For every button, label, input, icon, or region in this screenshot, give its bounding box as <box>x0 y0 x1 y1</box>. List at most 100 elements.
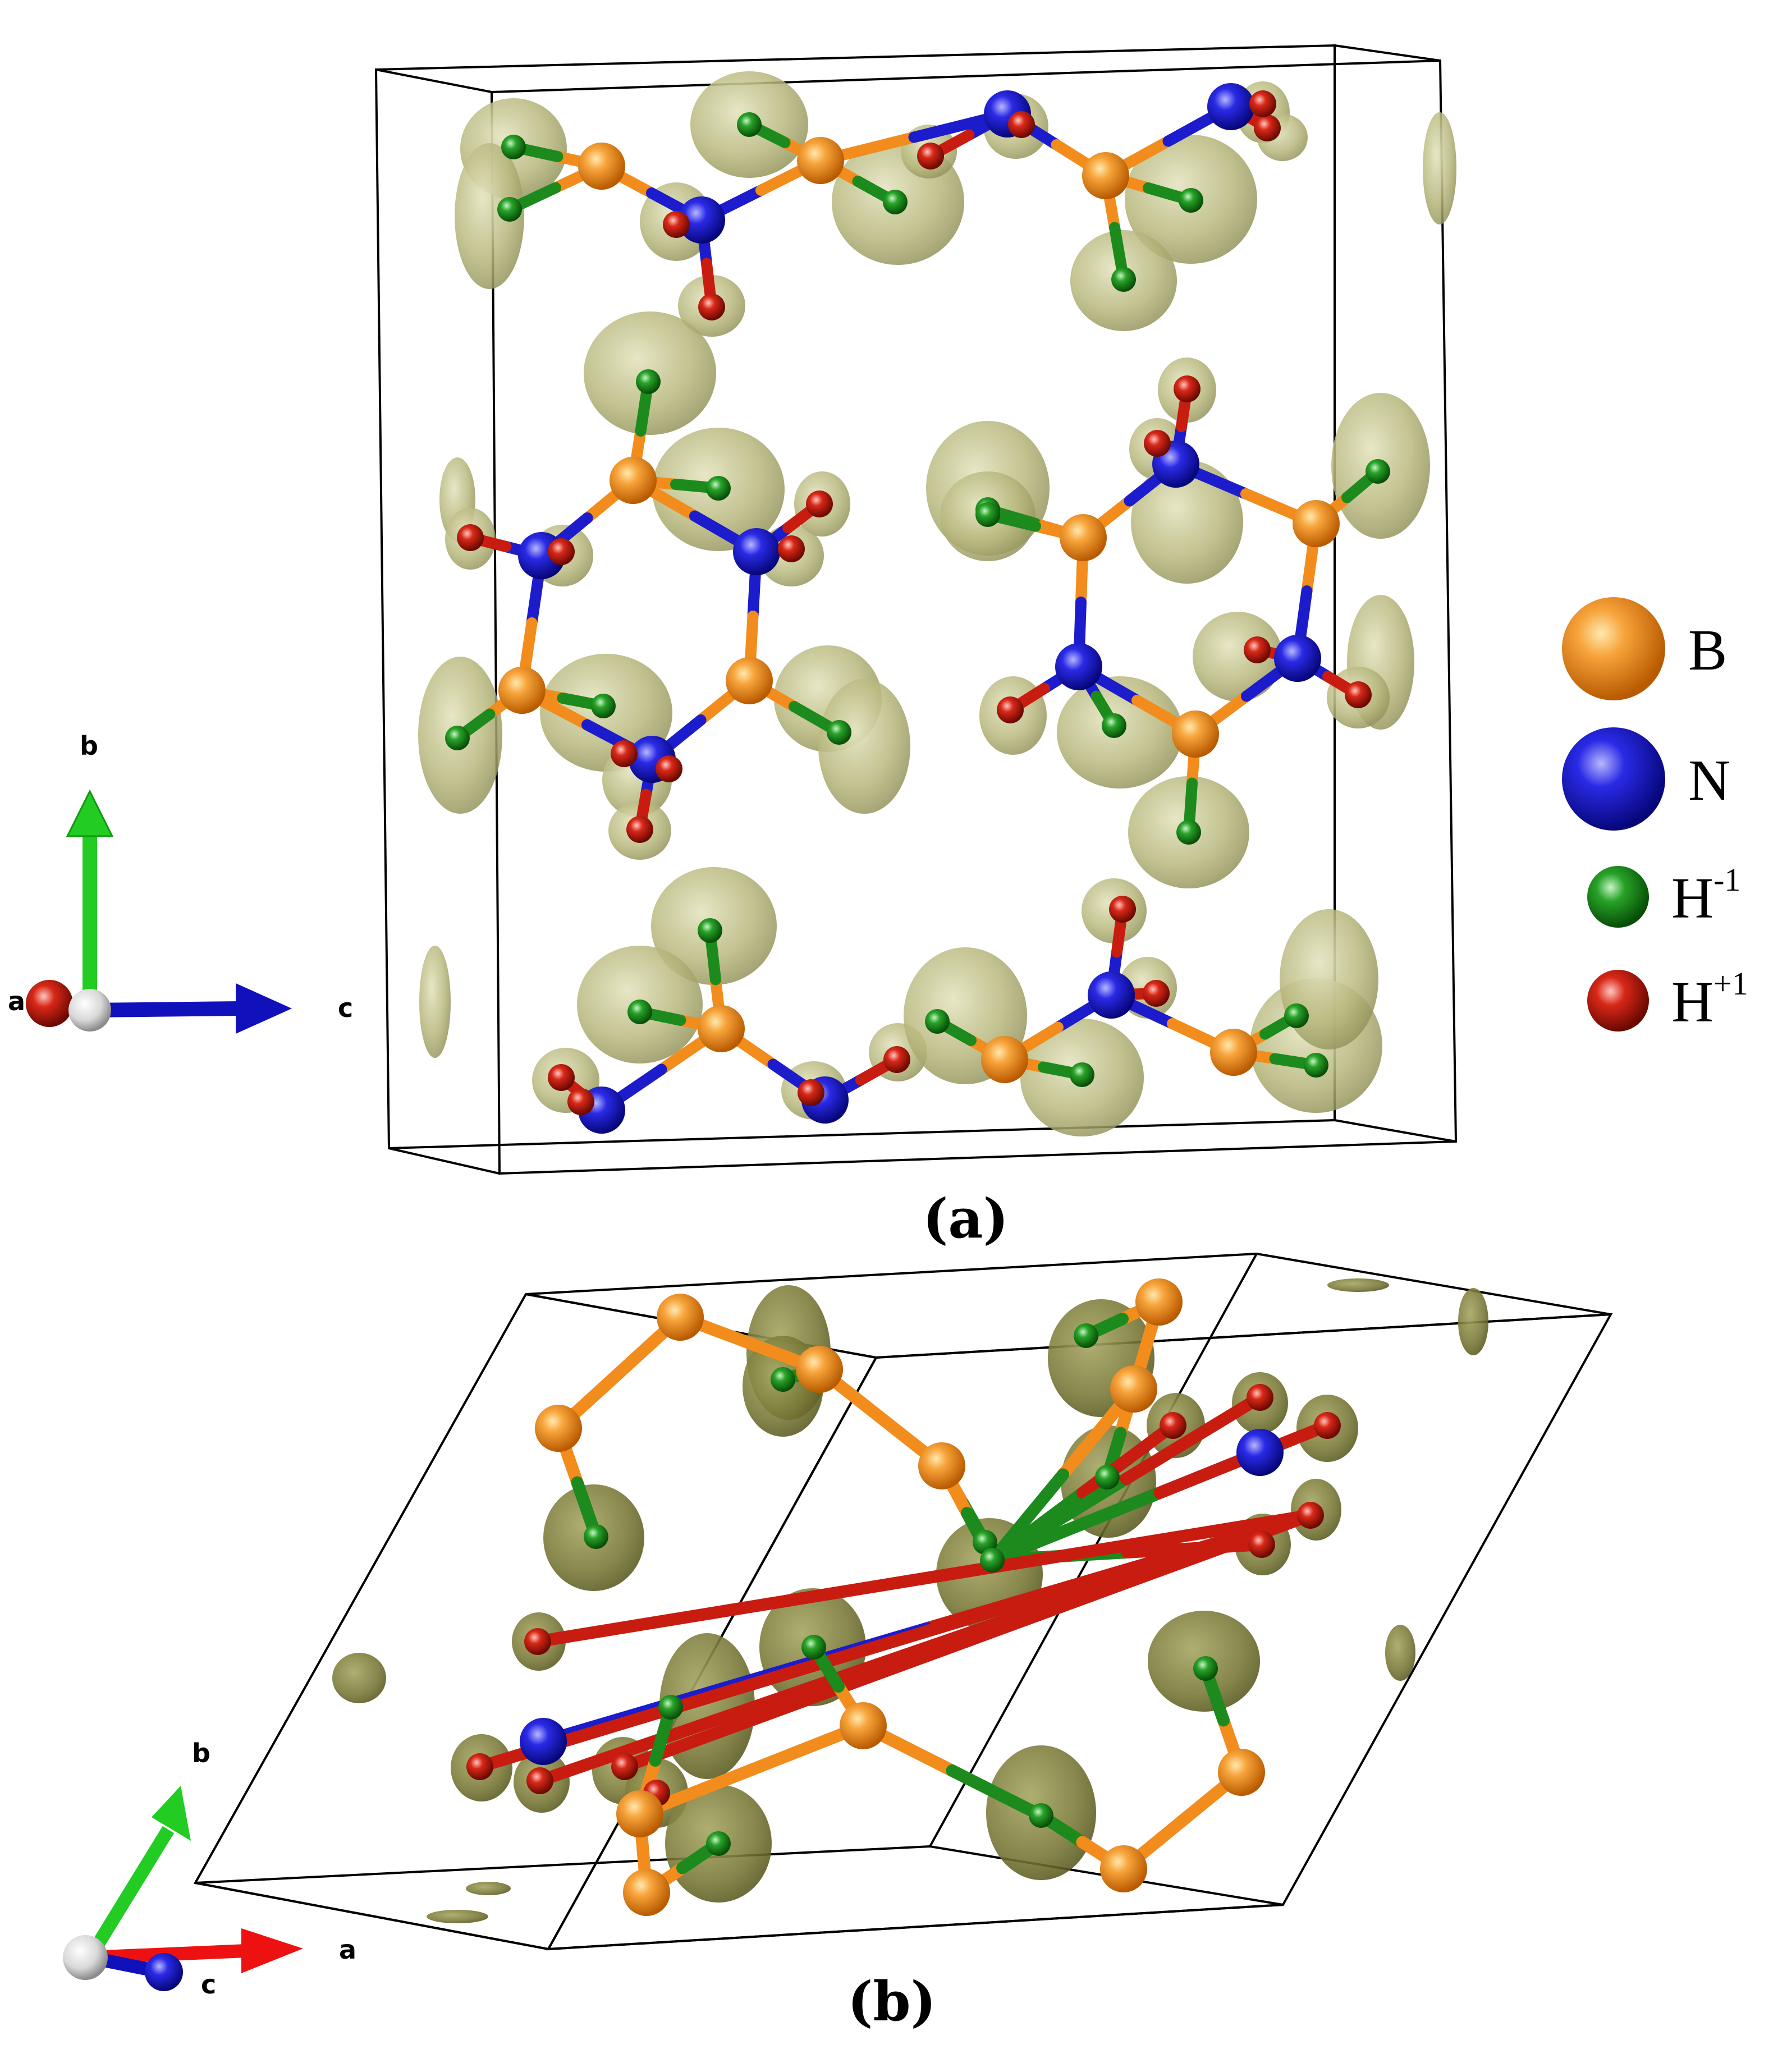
proton-hydrogen-atom <box>567 1088 594 1115</box>
panel-a-label: (a) <box>923 1187 1009 1250</box>
proton-hydrogen-atom <box>1314 1412 1341 1439</box>
boron-atom <box>616 1790 663 1837</box>
hydride-hydrogen-atom <box>706 1831 731 1856</box>
proton-hydrogen-atom <box>466 1753 493 1780</box>
bond-segment <box>946 1764 1047 1822</box>
electron-density-isosurface <box>1385 1625 1415 1681</box>
proton-hydrogen-atom <box>798 1079 824 1106</box>
hydride-hydrogen-atom <box>1111 267 1136 292</box>
legend-label-hydride: H-1 <box>1671 861 1740 930</box>
c-axis-arrow-head <box>145 1953 183 1991</box>
hydride-hydrogen-atom <box>801 1635 826 1660</box>
hydride-hydrogen-atom <box>1304 1053 1328 1078</box>
electron-density-isosurface <box>1193 612 1282 702</box>
boron-atom <box>535 1405 582 1452</box>
boron-atom <box>1060 514 1107 561</box>
proton-hydrogen-atom <box>1244 636 1271 663</box>
hydride-hydrogen-atom <box>501 135 526 159</box>
legend-label-nitrogen: N <box>1688 748 1730 813</box>
panel-b-unit-cell <box>193 1252 1613 1951</box>
electron-density-isosurface <box>427 1910 488 1923</box>
b-axis-arrow-head <box>152 1786 191 1841</box>
hydride-swatch <box>1587 866 1649 928</box>
hydride-hydrogen-atom <box>1095 1465 1120 1489</box>
legend-item-boron: B <box>1562 597 1727 700</box>
hydride-hydrogen-atom <box>1074 1323 1098 1348</box>
hydride-hydrogen-atom <box>1366 459 1390 484</box>
hydride-hydrogen-atom <box>1070 1062 1094 1087</box>
hydride-hydrogen-atom <box>925 1009 950 1034</box>
panel-a-atoms <box>445 83 1390 1134</box>
boron-atom <box>578 143 625 190</box>
boron-atom <box>1218 1749 1265 1796</box>
boron-atom <box>840 1702 887 1749</box>
panel-b-isosurfaces <box>332 1278 1488 1923</box>
hydride-hydrogen-atom <box>771 1367 795 1392</box>
hydride-hydrogen-atom <box>975 502 1000 527</box>
proton-hydrogen-atom <box>1248 1531 1275 1558</box>
proton-hydrogen-atom <box>663 211 690 238</box>
proton-hydrogen-atom <box>1160 1412 1186 1439</box>
electron-density-isosurface <box>332 1653 386 1703</box>
proton-hydrogen-atom <box>626 816 653 843</box>
b-axis-label: b <box>80 731 98 761</box>
boron-atom <box>657 1294 704 1341</box>
hydride-hydrogen-atom <box>883 190 908 214</box>
proton-hydrogen-atom <box>1297 1502 1324 1529</box>
c-axis-label: c <box>201 1969 216 2000</box>
hydride-hydrogen-atom <box>445 726 470 750</box>
legend-item-nitrogen: N <box>1562 727 1730 831</box>
boron-atom <box>797 137 844 184</box>
bond-segment <box>618 1635 974 1773</box>
hydride-hydrogen-atom <box>1176 820 1201 845</box>
proton-hydrogen-atom <box>1008 111 1035 138</box>
b-axis-arrow-head <box>66 789 114 837</box>
proton-hydrogen-atom <box>548 538 575 565</box>
nitrogen-atom <box>678 196 725 244</box>
hydride-hydrogen-atom <box>1102 713 1126 738</box>
nitrogen-atom <box>1055 643 1102 690</box>
b-axis-label: b <box>192 1738 210 1768</box>
hydride-hydrogen-atom <box>1284 1003 1309 1028</box>
c-axis-label: c <box>338 993 353 1023</box>
hydride-hydrogen-atom <box>1179 188 1203 213</box>
electron-density-isosurface <box>466 1882 511 1895</box>
nitrogen-atom <box>520 1718 567 1765</box>
proton-hydrogen-atom <box>997 696 1024 723</box>
legend-label-proton: H+1 <box>1671 965 1748 1034</box>
a-axis-marker <box>26 980 73 1027</box>
boron-atom <box>623 1869 670 1916</box>
electron-density-isosurface <box>1423 112 1456 224</box>
electron-density-isosurface <box>1280 909 1378 1049</box>
hydride-hydrogen-atom <box>1029 1803 1053 1828</box>
panel-b-label: (b) <box>847 1970 936 2033</box>
proton-hydrogen-atom <box>806 491 833 517</box>
hydride-hydrogen-atom <box>658 1695 683 1720</box>
panel-a: b c a (a) <box>8 44 1458 1250</box>
electron-density-isosurface <box>1458 1288 1488 1355</box>
c-axis-arrow-shaft <box>89 1001 242 1017</box>
electron-density-isosurface <box>419 946 451 1058</box>
panel-b-atoms <box>466 1278 1341 1916</box>
electron-density-isosurface <box>1327 1278 1389 1292</box>
legend-item-hydride: H-1 <box>1587 861 1740 930</box>
boron-swatch <box>1562 597 1665 700</box>
boron-atom <box>498 667 546 714</box>
hydride-hydrogen-atom <box>698 918 722 943</box>
legend-label-boron: B <box>1688 618 1727 682</box>
legend: B N H-1 H+1 <box>1562 597 1748 1034</box>
hydride-hydrogen-atom <box>627 1000 652 1024</box>
electron-density-isosurface <box>455 143 524 289</box>
proton-hydrogen-atom <box>526 1767 553 1794</box>
proton-hydrogen-atom <box>656 755 682 782</box>
boron-atom <box>918 1442 965 1489</box>
nitrogen-atom <box>1274 635 1321 682</box>
panel-a-axis-indicator: b c a <box>8 731 353 1034</box>
nitrogen-atom <box>1088 971 1135 1019</box>
bond-segment <box>534 1642 932 1787</box>
proton-hydrogen-atom <box>1144 430 1171 457</box>
a-axis-label: a <box>339 1935 356 1965</box>
bond-segment <box>1120 1391 1266 1485</box>
bond-segment <box>531 1572 931 1648</box>
boron-atom <box>1210 1029 1257 1076</box>
